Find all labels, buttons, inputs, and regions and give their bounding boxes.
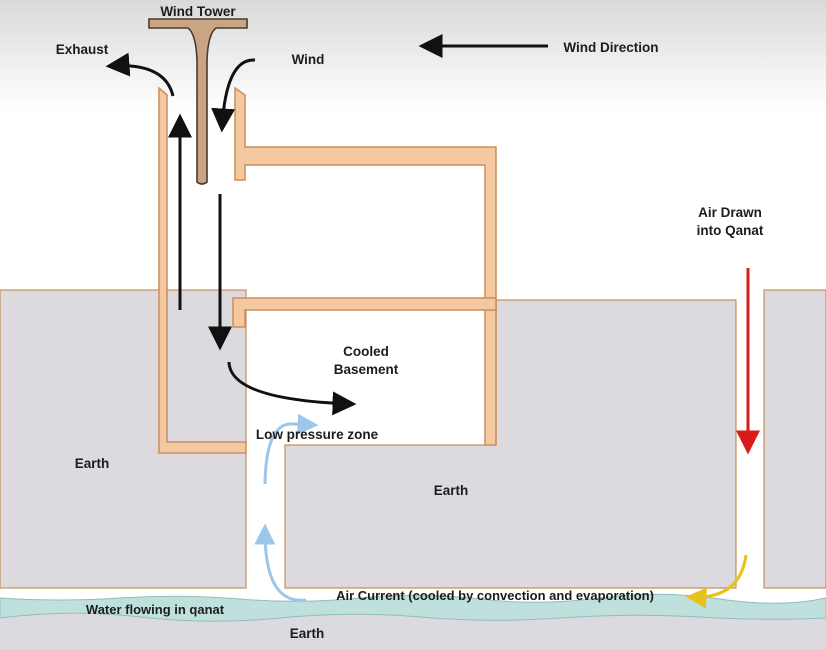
evaporation-arrow <box>685 554 748 609</box>
label-earth-bottom: Earth <box>290 626 325 641</box>
basement-flow-arrow <box>227 361 357 416</box>
label-wind-tower: Wind Tower <box>160 4 236 19</box>
label-air-current: Air Current (cooled by convection and ev… <box>336 588 654 603</box>
airflow-arrows-black <box>105 34 548 416</box>
building-walls <box>158 86 497 454</box>
label-wind-direction: Wind Direction <box>563 40 658 55</box>
label-exhaust: Exhaust <box>56 42 109 57</box>
label-water: Water flowing in qanat <box>86 602 225 617</box>
label-air-drawn-2: into Qanat <box>697 223 764 238</box>
label-wind: Wind <box>292 52 325 67</box>
label-earth-center: Earth <box>434 483 469 498</box>
wind-in-arrow <box>211 58 256 133</box>
earth-layer <box>0 289 826 649</box>
tower-outer-wall <box>158 86 247 454</box>
building-outer-wall <box>234 86 497 446</box>
wind-tower-cap <box>148 18 248 185</box>
label-low-pressure: Low pressure zone <box>256 427 379 442</box>
exhaust-arrow <box>105 52 175 97</box>
earth-block-right <box>763 289 826 589</box>
earth-block-left <box>0 289 247 589</box>
basement-ceiling <box>232 297 497 328</box>
air-current-lower-arrow <box>254 523 307 602</box>
label-cooled-1: Cooled <box>343 344 389 359</box>
air-current-arrows <box>254 413 319 602</box>
label-air-drawn-1: Air Drawn <box>698 205 762 220</box>
qanat-water <box>0 593 826 622</box>
air-current-upper-arrow <box>263 413 319 485</box>
label-cooled-2: Basement <box>334 362 399 377</box>
label-earth-left: Earth <box>75 456 110 471</box>
earth-bottom-band <box>0 614 826 649</box>
